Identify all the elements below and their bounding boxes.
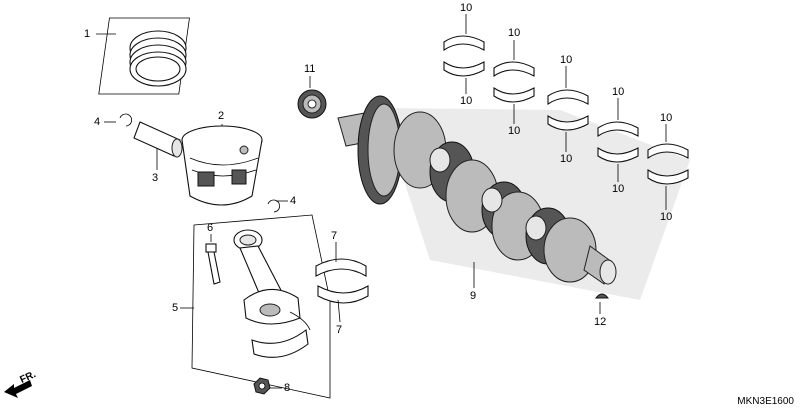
callout-6: 6 (207, 222, 214, 234)
callout-10-g: 10 (612, 86, 625, 98)
callout-8: 8 (284, 382, 291, 394)
piston-rings[interactable] (98, 17, 190, 95)
rod-nut[interactable] (253, 377, 271, 395)
callout-10-a: 10 (460, 2, 473, 14)
callout-5: 5 (172, 302, 179, 314)
piston-pin-clip-2[interactable] (267, 199, 280, 213)
piston-pin-clip[interactable] (119, 113, 132, 127)
connecting-rod-bearing[interactable] (315, 258, 369, 304)
crankshaft-main-bearing-2[interactable] (493, 61, 535, 103)
callout-10-b: 10 (460, 95, 473, 107)
callout-3: 3 (152, 172, 159, 184)
crankshaft-gear[interactable] (297, 89, 327, 119)
crankshaft-main-bearing-5[interactable] (647, 143, 689, 185)
crankshaft-main-bearing-4[interactable] (597, 121, 639, 163)
woodruff-key[interactable] (594, 293, 610, 299)
callout-10-e: 10 (560, 54, 573, 66)
piston-pin[interactable] (133, 121, 183, 158)
callout-1: 1 (84, 28, 91, 40)
callout-10-d: 10 (508, 125, 521, 137)
diagram-code: MKN3E1600 (737, 396, 794, 407)
callout-10-h: 10 (612, 183, 625, 195)
callout-11: 11 (304, 63, 316, 75)
callout-10-i: 10 (660, 112, 673, 124)
callout-7-top: 7 (331, 230, 338, 242)
crankshaft-main-bearing-1[interactable] (443, 35, 485, 77)
callout-4-left: 4 (94, 116, 101, 128)
callout-10-c: 10 (508, 27, 521, 39)
callout-10-f: 10 (560, 153, 573, 165)
piston[interactable] (181, 125, 263, 206)
callout-10-j: 10 (660, 211, 673, 223)
front-arrow-icon (4, 380, 32, 398)
callout-7-bottom: 7 (336, 324, 343, 336)
crankshaft-main-bearing-3[interactable] (547, 89, 589, 131)
callout-12: 12 (594, 316, 607, 328)
connecting-rod[interactable] (233, 229, 301, 325)
rod-bolt[interactable] (205, 243, 221, 285)
callout-2: 2 (218, 110, 225, 122)
callout-4-right: 4 (290, 195, 297, 207)
callout-9: 9 (470, 290, 477, 302)
connecting-rod-cap[interactable] (251, 311, 311, 358)
